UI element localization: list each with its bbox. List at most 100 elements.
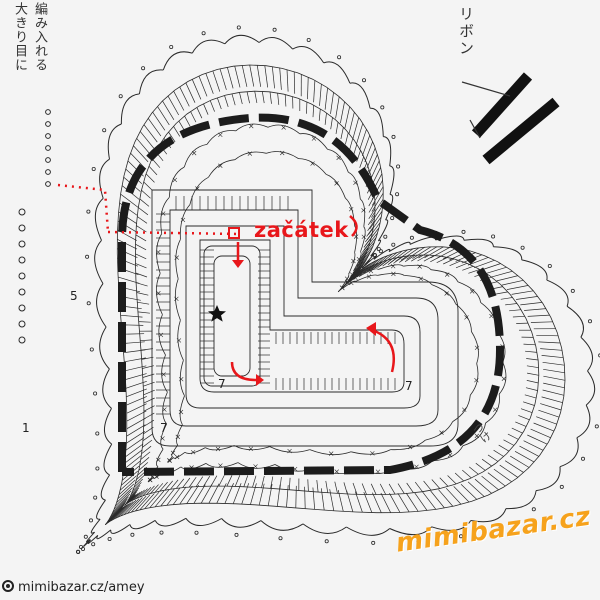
sc-mark [417,264,422,269]
short-stitch [135,234,147,242]
edge-picot [18,336,26,344]
picot [95,466,100,471]
fan-stitch [249,64,255,87]
picot [130,532,135,537]
chain-arch [168,166,185,198]
sc-mark [348,206,354,212]
picot [380,105,385,110]
short-stitch [140,451,151,460]
fan-stitch [371,192,384,212]
sc-mark [339,285,345,290]
fan-stitch [527,434,548,445]
short-stitch [382,258,393,267]
fan-stitch [219,68,227,90]
edge-picot [18,224,26,232]
short-stitch [135,243,147,251]
fan-stitch [519,445,540,457]
short-stitch [226,475,233,487]
short-stitch [406,482,414,493]
fan-stitch [126,403,147,414]
ribbon-band-path [118,113,505,476]
fan-stitch [124,357,146,363]
sc-mark [444,291,449,296]
fan-stitch [536,416,557,425]
outer-scallop [129,519,156,530]
inner-l-row [185,225,421,409]
short-stitch [136,489,145,499]
fan-stitch [369,210,383,230]
short-stitch [454,472,465,482]
picot [570,288,575,293]
picot [391,242,396,247]
short-stitch [128,489,138,499]
chain-arch [156,448,164,467]
fan-stitch [126,431,145,444]
fan-stitch [258,483,265,506]
short-stitch [140,348,153,351]
chain-arch [457,281,481,303]
picot [395,192,400,197]
fan-stitch [543,382,565,389]
fan-stitch [487,472,506,487]
fan-stitch [395,248,414,262]
short-stitch [349,138,354,150]
fan-stitch [414,492,428,511]
fan-stitch [124,449,143,464]
chain-arch [360,198,366,227]
short-stitch [140,339,153,342]
short-stitch [270,476,274,489]
short-stitch [447,475,457,485]
row-numbers: 5 1 7 7 7 [22,289,413,435]
fan-stitch [496,275,519,282]
short-stitch [151,158,161,168]
fan-stitch [460,484,478,500]
outer-scallop [103,408,113,445]
short-stitch [493,449,504,457]
outer-scallop [96,529,112,540]
picot [306,38,311,43]
short-stitch [365,232,373,243]
outer-scallop [99,158,110,199]
sc-mark [191,150,197,156]
chain-arch [327,149,349,173]
short-stitch [462,469,472,479]
short-stitch [136,225,147,233]
chain-arch [206,130,236,145]
dotted-guide-line [107,230,241,236]
inner-row-outline [203,245,261,387]
edge-picot [45,157,51,163]
fan-stitch [120,499,137,517]
fan-stitch [173,90,185,111]
short-stitch [368,208,376,219]
short-stitch [143,381,155,387]
sc-mark [334,181,339,186]
ribbon-tail-1 [471,72,533,138]
picot [85,254,90,259]
picot [278,536,283,541]
fan-stitch [352,117,360,139]
curved-arrow-icon [230,361,257,382]
sc-mark [361,234,367,240]
picot [93,391,98,396]
fan-stitch [324,87,328,110]
source-url[interactable]: mimibazar.cz/amey [18,580,145,595]
short-stitch [190,111,197,123]
fan-stitch [191,79,202,100]
picot [531,507,536,512]
short-stitch [143,405,155,412]
short-stitch [393,256,404,264]
sc-mark [474,433,480,439]
short-stitch [524,394,537,399]
picot [272,27,277,32]
edge-picot [18,240,26,248]
fan-stitch [364,141,374,163]
outer-scallop [110,524,131,534]
fan-stitch [371,198,384,218]
edge-picot [45,121,51,127]
short-stitch [129,493,139,503]
outer-scallop [370,107,384,137]
outer-scallop [99,326,110,370]
chain-arch [156,273,163,315]
short-stitch [150,484,159,494]
fan-stitch [212,70,221,92]
